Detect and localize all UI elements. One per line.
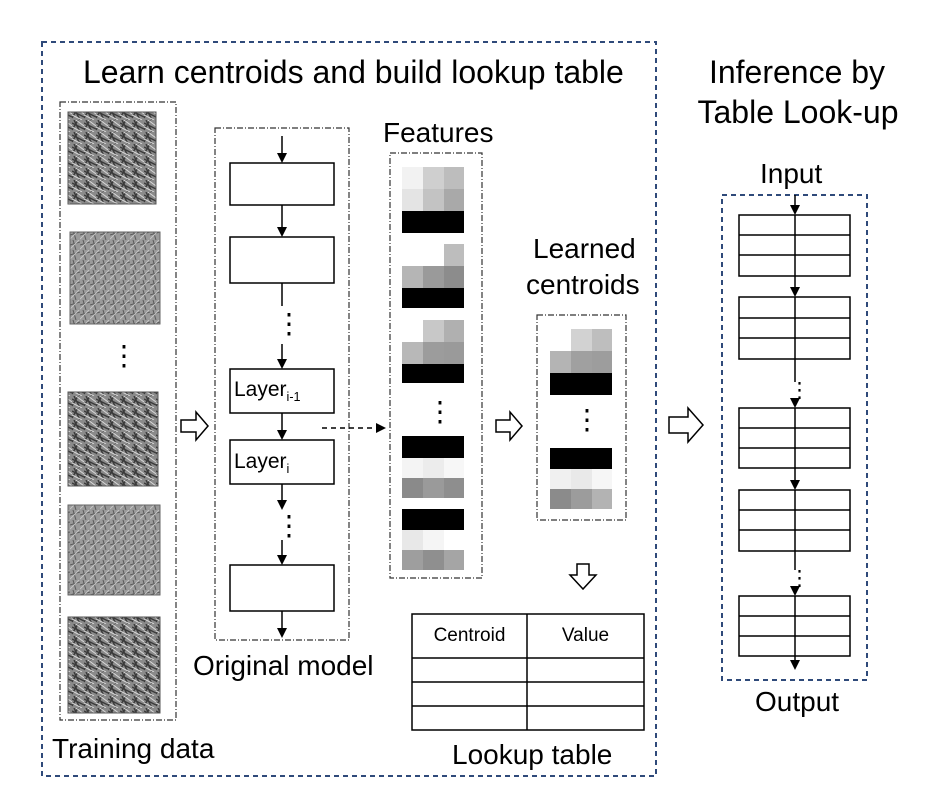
training-data-label: Training data [52,733,215,764]
inference-ellipsis-2: ⋮ [789,567,810,590]
inference-title-line1: Inference by [708,54,886,90]
arrow-to-lookup [568,563,598,591]
layer-prev-text: Layer [234,378,287,401]
input-label: Input [760,158,823,189]
output-label: Output [755,686,840,717]
learn-panel-border [41,41,657,777]
centroids-label-line2: centroids [526,269,640,300]
training-image-5 [67,616,161,714]
inference-title-line2: Table Look-up [697,94,899,130]
model-ellipsis-2: ⋮ [275,510,303,541]
training-image-2 [69,231,161,325]
layer-prev-sub: i-1 [286,390,301,405]
layer-prev-label: Layeri-1 [234,379,301,404]
features-ellipsis: ⋮ [426,396,454,427]
layer-cur-text: Layer [234,450,287,473]
arrow-to-inference [668,406,705,444]
layer-cur-sub: i [286,462,290,477]
features-label: Features [383,117,494,148]
hollow-arrows [180,406,705,591]
original-model-label: Original model [193,650,374,681]
model-layer-last [229,564,335,612]
inference-ellipsis-1: ⋮ [789,379,810,402]
centroids-label-line1: Learned [533,233,636,264]
training-image-4 [67,504,161,596]
layer-cur-label: Layeri [234,451,289,476]
model-ellipsis-1: ⋮ [275,308,303,339]
feature-blocks [402,167,464,570]
centroids-box [536,314,627,521]
lookup-col-value: Value [561,625,610,646]
centroids-ellipsis: ⋮ [573,404,601,435]
training-image-1 [67,111,157,205]
features-box [389,152,483,579]
original-model-box [214,127,350,641]
centroid-blocks [550,329,612,509]
arrow-to-model [180,409,209,443]
lookup-table [411,613,645,731]
learn-panel-title: Learn centroids and build lookup table [83,54,624,90]
training-ellipsis: ⋮ [110,340,138,371]
lookup-col-centroid: Centroid [433,625,506,646]
model-layer-2 [229,236,335,284]
lookup-table-label: Lookup table [452,739,613,770]
training-image-3 [67,391,159,487]
model-layer-cur [229,439,335,485]
training-data-box [59,101,177,721]
arrow-to-centroids [495,409,523,443]
model-layer-1 [229,162,335,206]
training-images [67,111,161,714]
